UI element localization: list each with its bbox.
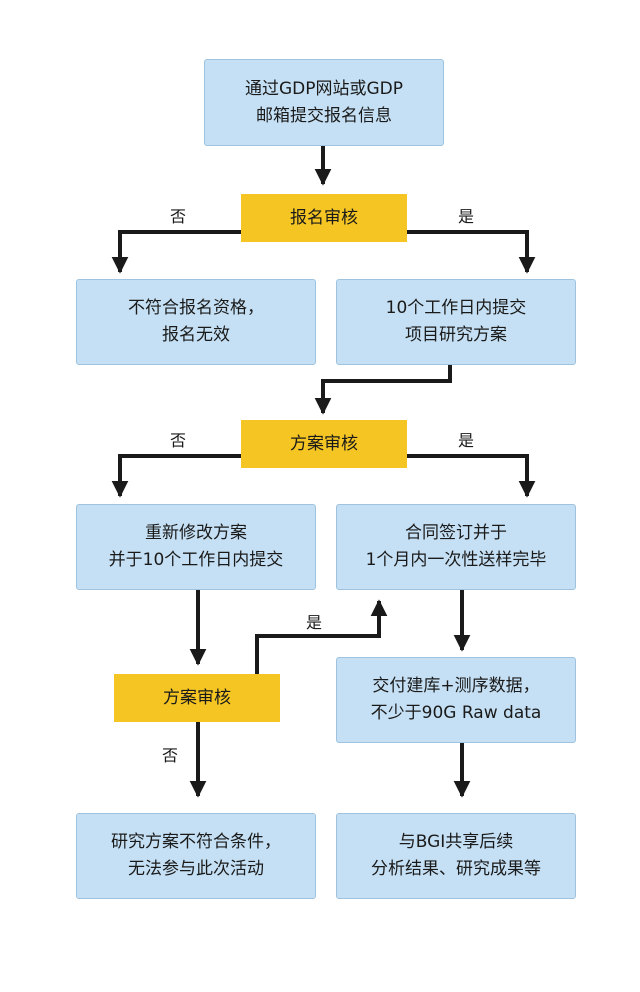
node-text-line: 报名无效 [162, 325, 230, 345]
node-plan-review: 方案审核 [241, 420, 407, 468]
node-text-line: 分析结果、研究成果等 [371, 859, 541, 879]
node-text-line: 交付建库+测序数据， [372, 676, 540, 696]
node-revise-plan: 重新修改方案 并于10个工作日内提交 [76, 504, 316, 590]
label-no: 否 [169, 207, 186, 226]
node-text-line: 并于10个工作日内提交 [108, 550, 284, 570]
node-text-line: 合同签订并于 [405, 523, 507, 543]
label-no: 否 [169, 431, 186, 450]
node-registration-invalid: 不符合报名资格， 报名无效 [76, 279, 316, 365]
arrow-plan-to-review2 [314, 365, 452, 415]
arrow-review1-no [111, 230, 241, 274]
node-submit-plan: 10个工作日内提交 项目研究方案 [336, 279, 576, 365]
node-share-results: 与BGI共享后续 分析结果、研究成果等 [336, 813, 576, 899]
arrow-review2-yes [407, 454, 536, 498]
node-text-line: 方案审核 [290, 433, 358, 454]
arrow-review1-yes [407, 230, 536, 274]
node-text-line: 方案审核 [163, 687, 231, 708]
node-text-line: 无法参与此次活动 [128, 859, 264, 879]
label-no: 否 [161, 746, 178, 765]
node-plan-rejected: 研究方案不符合条件， 无法参与此次活动 [76, 813, 316, 899]
node-text-line: 与BGI共享后续 [398, 832, 514, 852]
node-text-line: 1个月内一次性送样完毕 [365, 550, 547, 570]
node-text-line: 邮箱提交报名信息 [256, 105, 392, 126]
node-text-line: 重新修改方案 [145, 523, 247, 543]
node-text-line: 项目研究方案 [405, 325, 507, 345]
node-deliver-data: 交付建库+测序数据， 不少于90G Raw data [336, 657, 576, 743]
label-yes: 是 [305, 613, 322, 632]
node-registration-review: 报名审核 [241, 194, 407, 242]
node-text-line: 不符合报名资格， [128, 298, 264, 318]
node-contract-samples: 合同签订并于 1个月内一次性送样完毕 [336, 504, 576, 590]
label-yes: 是 [457, 207, 474, 226]
node-text-line: 10个工作日内提交 [385, 298, 527, 318]
arrow-review3-yes [255, 599, 388, 674]
node-text-line: 研究方案不符合条件， [111, 832, 281, 852]
arrow-review2-no [111, 454, 241, 498]
node-submit-registration: 通过GDP网站或GDP 邮箱提交报名信息 [204, 59, 444, 146]
node-text-line: 通过GDP网站或GDP [244, 78, 404, 99]
label-yes: 是 [457, 431, 474, 450]
node-text-line: 不少于90G Raw data [370, 703, 542, 723]
node-text-line: 报名审核 [290, 207, 358, 228]
node-plan-review-second: 方案审核 [114, 674, 280, 722]
